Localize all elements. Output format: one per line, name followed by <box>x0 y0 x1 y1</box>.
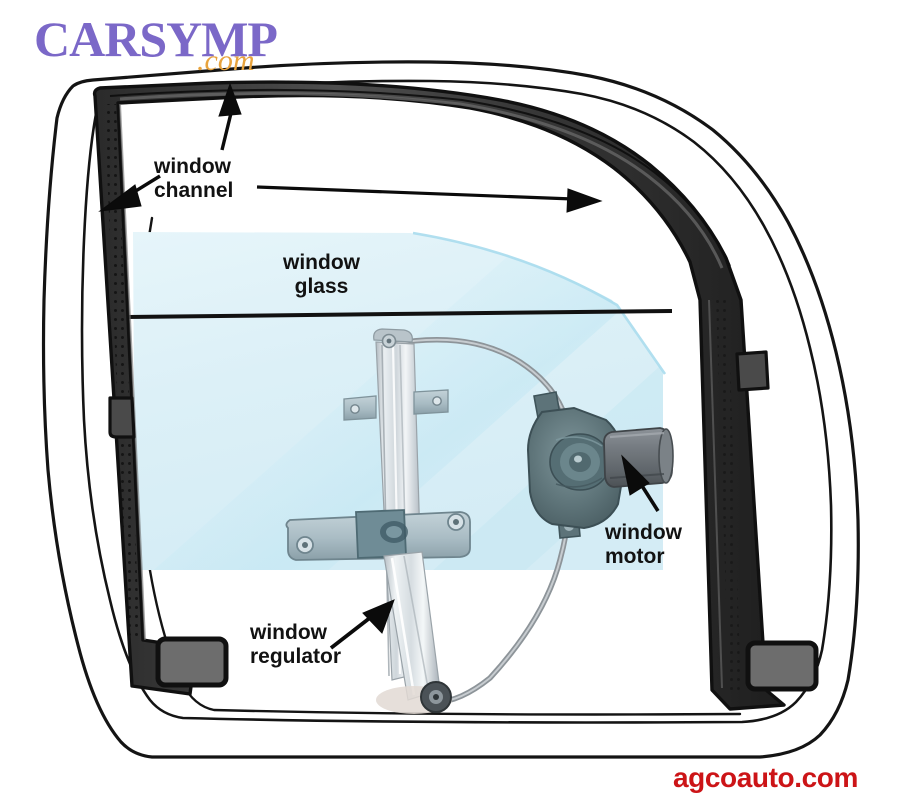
regulator-lift-arm-bracket <box>285 509 471 561</box>
label-window-regulator: window regulator <box>250 621 342 668</box>
window-regulator-assembly <box>285 328 674 714</box>
belt-line-divider <box>123 309 673 319</box>
label-window-channel: window channel <box>154 155 234 202</box>
regulator-upper-brackets <box>343 389 449 421</box>
regulator-bottom-pulley <box>376 681 452 714</box>
channel-end-block-left <box>155 636 229 688</box>
label-window-glass: window glass <box>283 251 360 298</box>
channel-texture-left <box>104 104 140 642</box>
motor-gear-housing <box>526 406 626 530</box>
label-window-motor: window motor <box>605 521 682 568</box>
leader-motor <box>621 454 660 512</box>
channel-end-block-right <box>745 640 819 692</box>
channel-mount-tab-right <box>735 350 770 392</box>
leader-channel-right <box>256 185 603 213</box>
regulator-top-pivot <box>373 328 413 349</box>
leader-channel-left <box>98 174 161 212</box>
channel-mount-tab-left <box>108 396 136 439</box>
leader-channel-top <box>218 82 242 151</box>
footer-watermark: agcoauto.com <box>672 762 858 793</box>
leader-regulator <box>329 599 395 650</box>
window-motor-body <box>603 427 674 488</box>
callout-leaders <box>98 82 660 650</box>
channel-texture-right <box>716 300 741 690</box>
